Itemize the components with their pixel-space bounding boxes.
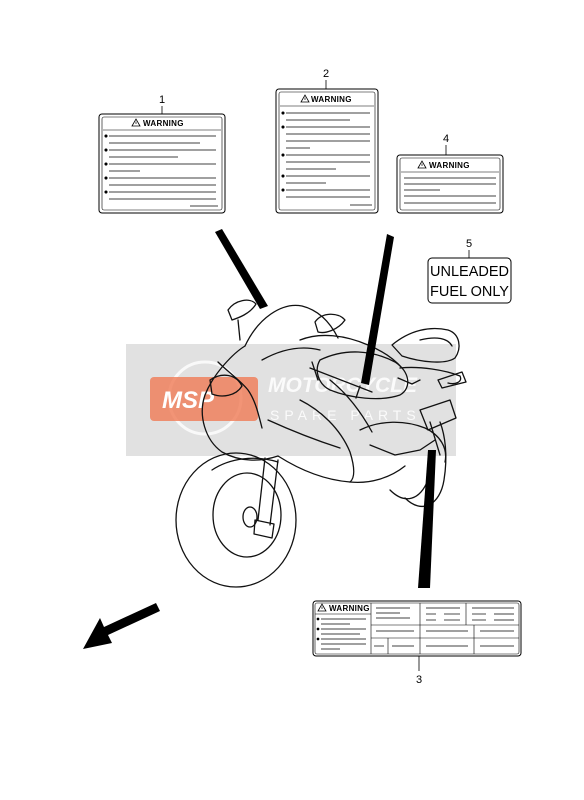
callout-2: 2: [323, 68, 329, 80]
warning-title: WARNING: [329, 604, 370, 613]
warning-title: WARNING: [143, 119, 184, 128]
rear-wheel: [404, 421, 447, 508]
mirror-left: [227, 299, 257, 341]
motorcycle-outline: [175, 299, 467, 588]
warning-triangle-icon: [131, 118, 141, 127]
pointer-label-2: [361, 234, 394, 385]
pointer-label-3: [418, 450, 436, 588]
warning-title: WARNING: [311, 95, 352, 104]
watermark-line2: SPARE PARTS: [270, 407, 421, 423]
fuel-label-5: UNLEADED FUEL ONLY: [427, 257, 512, 304]
warning-title: WARNING: [429, 161, 470, 170]
callout-4: 4: [443, 133, 449, 145]
warning-label-2: WARNING: [275, 88, 379, 214]
pointer-wedges: [215, 229, 436, 588]
callouts: 1 2 3 4 5: [159, 68, 472, 686]
pointer-label-1: [215, 229, 268, 309]
callout-5: 5: [466, 238, 472, 250]
windscreen: [244, 304, 339, 347]
mirror-right: [314, 313, 346, 334]
watermark-line1: MOTORCYCLE: [268, 374, 418, 397]
callout-1: 1: [159, 94, 165, 106]
front-direction-arrow-icon: [83, 603, 160, 649]
seat: [391, 327, 460, 363]
front-wheel: [175, 452, 297, 588]
headlight: [209, 374, 243, 397]
warning-label-1: WARNING: [98, 113, 226, 214]
exhaust: [419, 399, 457, 431]
warning-triangle-icon: [300, 94, 310, 103]
warning-label-4: WARNING: [396, 154, 504, 214]
watermark: MSP MOTORCYCLE SPARE PARTS: [126, 344, 456, 456]
fuel-label-line1: UNLEADED: [430, 264, 509, 280]
warning-triangle-icon: [317, 603, 327, 612]
callout-3: 3: [416, 674, 422, 686]
warning-triangle-icon: [417, 160, 427, 169]
fuel-label-line2: FUEL ONLY: [430, 284, 509, 300]
warning-label-3: WARNING: [312, 600, 522, 657]
